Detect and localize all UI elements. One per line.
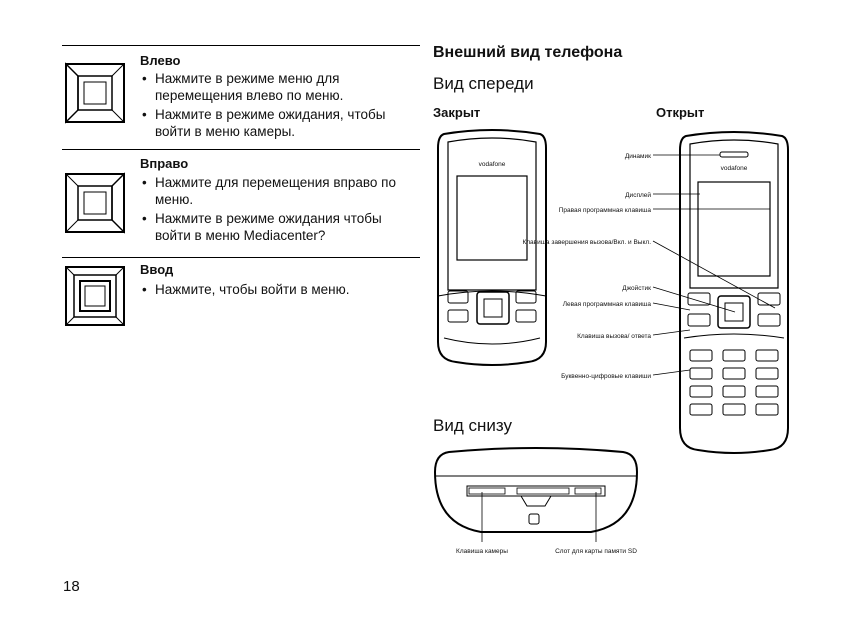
page-number: 18 (63, 578, 80, 595)
callout-display: Дисплей (625, 191, 651, 199)
closed-label: Закрыт (433, 105, 481, 120)
callout-left-softkey: Левая программная клавиша (563, 301, 652, 308)
section-title-right: Вправо (140, 156, 189, 171)
callout-joystick: Джойстик (622, 284, 651, 292)
callout-camera-key: Клавиша камеры (456, 548, 508, 555)
left-key-icon (65, 62, 125, 124)
open-phone-illustration: vodafone (679, 131, 789, 454)
divider-top (62, 45, 420, 46)
callout-right-softkey: Правая программная клавиша (559, 207, 652, 214)
callout-call-key: Клавиша вызова/ ответа (577, 333, 651, 340)
callout-alphanumeric-keys: Буквенно-цифровые клавиши (561, 373, 651, 380)
callout-sd-slot: Слот для карты памяти SD (555, 548, 637, 555)
bullet-item: Нажмите в режиме ожидания, чтобы войти в… (140, 106, 410, 140)
closed-phone-illustration: vodafone (437, 129, 547, 366)
right-key-icon (65, 172, 125, 234)
enter-key-icon (65, 266, 125, 326)
section-title-enter: Ввод (140, 262, 174, 277)
bullet-item: Нажмите в режиме меню для перемещения вл… (140, 70, 410, 104)
page-heading: Внешний вид телефона (433, 44, 623, 61)
section-title-left: Влево (140, 53, 181, 68)
section-left-bullets: Нажмите в режиме меню для перемещения вл… (140, 70, 410, 142)
open-label: Открыт (656, 105, 705, 120)
bullet-item: Нажмите для перемещения вправо по меню. (140, 174, 415, 208)
closed-phone-brand: vodafone (479, 161, 506, 168)
callout-speaker: Динамик (625, 153, 651, 160)
divider-1 (62, 149, 420, 150)
front-view-label: Вид спереди (433, 74, 534, 93)
bottom-view-illustration (433, 447, 639, 533)
divider-2 (62, 257, 420, 258)
bullet-item: Нажмите, чтобы войти в меню. (140, 281, 415, 298)
callout-end-key: Клавиша завершения вызова/Вкл. и Выкл. (522, 239, 651, 246)
bottom-view-callouts: Клавиша камеры Слот для карты памяти SD (456, 492, 637, 555)
section-right-bullets: Нажмите для перемещения вправо по меню. … (140, 174, 415, 246)
bottom-view-label: Вид снизу (433, 416, 512, 435)
section-enter-bullets: Нажмите, чтобы войти в меню. (140, 281, 415, 300)
bullet-item: Нажмите в режиме ожидания чтобы войти в … (140, 210, 415, 244)
open-phone-callouts: Динамик Дисплей Правая программная клави… (522, 153, 776, 380)
open-phone-brand: vodafone (721, 165, 748, 172)
